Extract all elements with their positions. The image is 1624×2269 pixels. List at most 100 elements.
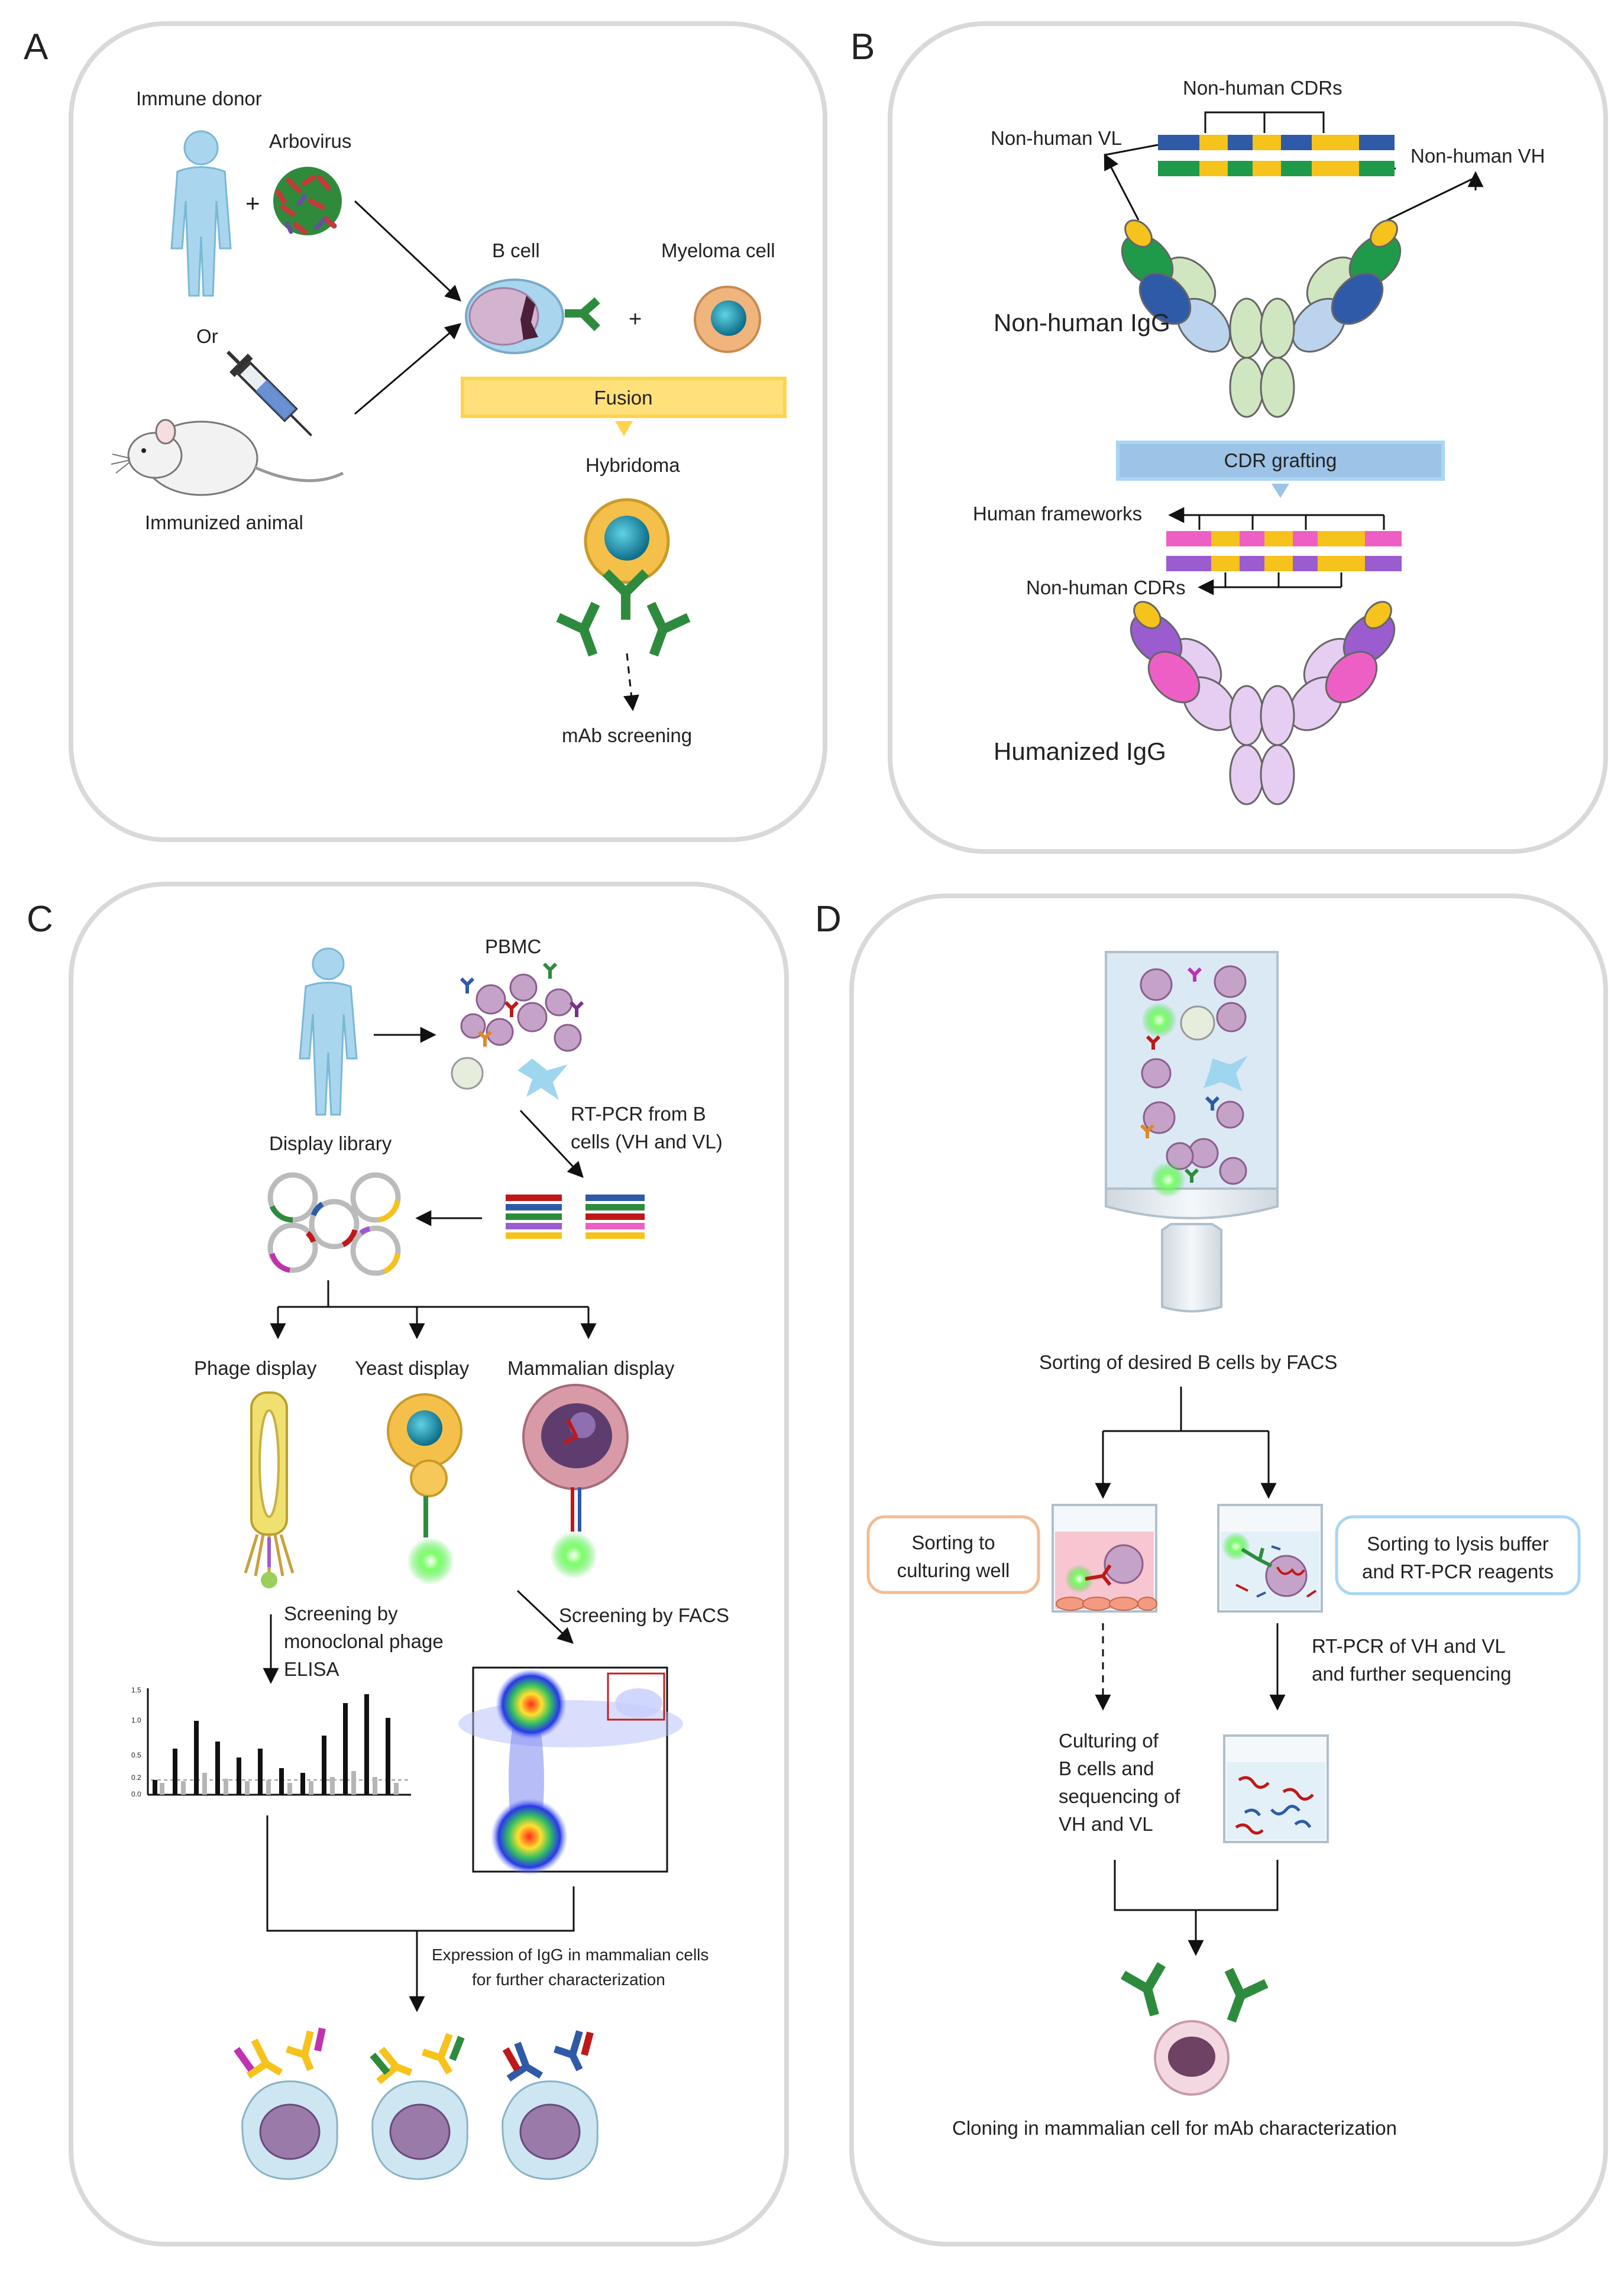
sorting-facs-label: Sorting of desired B cells by FACS — [1039, 1351, 1337, 1373]
human-frameworks-label: Human frameworks — [973, 503, 1142, 525]
pbmc-label: PBMC — [485, 936, 541, 957]
facs-tube-icon — [1105, 951, 1279, 1313]
myeloma-cell-icon — [694, 286, 761, 353]
arrow-animal-to-bcell — [354, 323, 462, 415]
myeloma-cell-label: Myeloma cell — [661, 239, 775, 261]
non-human-igg-icon — [1121, 219, 1402, 418]
vl-sequence-bar — [1158, 135, 1395, 150]
cloning-cell-icon — [1127, 1969, 1262, 2096]
rt-pcr-seq-line1: RT-PCR of VH and VL — [1312, 1635, 1506, 1657]
arrow-to-facs — [516, 1590, 574, 1644]
yeast-cell-icon — [387, 1393, 462, 1585]
panel-b-border — [888, 21, 1608, 854]
syringe-icon — [227, 351, 312, 436]
cdr-grafting-down-arrow — [1272, 484, 1289, 498]
panel-a-border — [69, 21, 827, 842]
panel-b-letter: B — [850, 27, 875, 67]
non-human-vh-label: Non-human VH — [1411, 145, 1545, 167]
elisa-tick: 1.0 — [131, 1716, 141, 1724]
lysis-well-icon — [1217, 1504, 1323, 1613]
panel-b: B Non-human CDRs Non-human VL Non-human … — [850, 21, 1608, 854]
panel-c: C PBMC RT-PCR from B cells (VH and VL — [27, 882, 789, 2247]
mab-screening-label: mAb screening — [562, 724, 692, 746]
mammalian-cell-icon — [522, 1384, 629, 1579]
culturing-line1: Culturing of — [1059, 1730, 1159, 1752]
mammalian-display-label: Mammalian display — [507, 1357, 675, 1379]
culturing-line3: sequencing of — [1059, 1785, 1180, 1807]
elisa-tick: 1.5 — [131, 1686, 141, 1694]
arbovirus-icon — [273, 167, 342, 235]
humanized-igg-label: Humanized IgG — [994, 737, 1166, 765]
vh-sequence-bar — [1158, 161, 1395, 176]
b-cell-label: B cell — [492, 239, 540, 261]
vl-leader — [1104, 144, 1159, 156]
plus-sign: + — [629, 307, 642, 332]
yeast-display-label: Yeast display — [355, 1357, 470, 1379]
or-label: Or — [196, 325, 218, 347]
elisa-tick: 0.0 — [131, 1790, 141, 1798]
elisa-tick: 0.5 — [131, 1751, 141, 1759]
arbovirus-label: Arbovirus — [269, 130, 351, 152]
panel-d: D Sorting of desired B cells by FAC — [815, 894, 1608, 2247]
lysis-callout-line2: and RT-PCR reagents — [1362, 1561, 1554, 1582]
expression-cells-icon — [234, 2027, 599, 2180]
arrow-donor-to-bcell — [354, 200, 461, 302]
arrow-pbmc-to-pcr — [519, 1109, 584, 1178]
elisa-tick: 0.2 — [131, 1773, 141, 1782]
expression-label-2: for further characterization — [472, 1970, 665, 1989]
mouse-icon — [111, 419, 344, 496]
plasmid-library-icon — [267, 1172, 401, 1276]
phage-display-label: Phage display — [194, 1357, 317, 1379]
b-cell-icon — [465, 279, 600, 354]
panel-a-letter: A — [24, 27, 48, 67]
elisa-label-1: Screening by — [284, 1603, 398, 1624]
culturing-callout-line1: Sorting to — [911, 1532, 995, 1553]
human-figure-icon — [170, 130, 232, 297]
non-human-vl-label: Non-human VL — [991, 127, 1122, 149]
vl-pointer — [1104, 153, 1140, 221]
humanized-vh-bar — [1166, 556, 1402, 571]
culturing-line2: B cells and — [1059, 1757, 1154, 1779]
vh-pointer — [1383, 176, 1476, 223]
immune-donor-label: Immune donor — [136, 88, 262, 109]
plus-sign: + — [245, 189, 260, 217]
panel-a: A Immune donor + Arbovirus Or — [24, 21, 827, 842]
phage-icon — [244, 1391, 295, 1588]
facs-plot — [458, 1666, 683, 1875]
lysis-buffer-callout — [1335, 1515, 1581, 1595]
cloning-label: Cloning in mammalian cell for mAb charac… — [952, 2117, 1397, 2139]
rt-pcr-label-2: cells (VH and VL) — [571, 1131, 723, 1153]
fusion-label: Fusion — [594, 387, 652, 409]
elisa-label-3: ELISA — [284, 1658, 339, 1680]
panel-c-letter: C — [27, 899, 53, 940]
hybridoma-cell-icon — [562, 498, 684, 656]
cdr-grafting-box — [1116, 441, 1445, 481]
culturing-well-callout — [866, 1515, 1040, 1594]
rt-pcr-label-1: RT-PCR from B — [571, 1103, 706, 1125]
cdr-bracket — [1204, 111, 1325, 133]
expression-label-1: Expression of IgG in mammalian cells — [432, 1946, 709, 1964]
sequencing-well-icon — [1223, 1734, 1329, 1843]
non-human-cdrs-top-label: Non-human CDRs — [1183, 77, 1342, 99]
arrow-to-mab-screening — [623, 653, 639, 711]
elisa-bar-chart: 1.5 1.0 0.5 0.2 0.0 — [131, 1686, 411, 1798]
pcr-products-icon — [506, 1195, 645, 1239]
humanized-vl-bar — [1166, 531, 1402, 546]
lysis-callout-line1: Sorting to lysis buffer — [1367, 1533, 1549, 1555]
hybridoma-label: Hybridoma — [585, 454, 680, 476]
display-library-label: Display library — [269, 1132, 392, 1154]
human-figure-icon — [299, 947, 358, 1116]
fusion-box — [461, 377, 787, 418]
culturing-well-icon — [1052, 1504, 1157, 1613]
fusion-down-arrow — [615, 421, 633, 436]
panel-d-letter: D — [815, 899, 842, 940]
non-human-cdrs-bottom-label: Non-human CDRs — [1026, 577, 1186, 598]
non-human-igg-label: Non-human IgG — [994, 309, 1170, 336]
pbmc-cells-icon — [451, 962, 584, 1100]
elisa-label-2: monoclonal phage — [284, 1630, 444, 1652]
cdr-grafting-label: CDR grafting — [1224, 449, 1337, 471]
culturing-callout-line2: culturing well — [897, 1559, 1010, 1581]
humanized-igg-icon — [1130, 601, 1396, 805]
culturing-line4: VH and VL — [1059, 1813, 1153, 1835]
